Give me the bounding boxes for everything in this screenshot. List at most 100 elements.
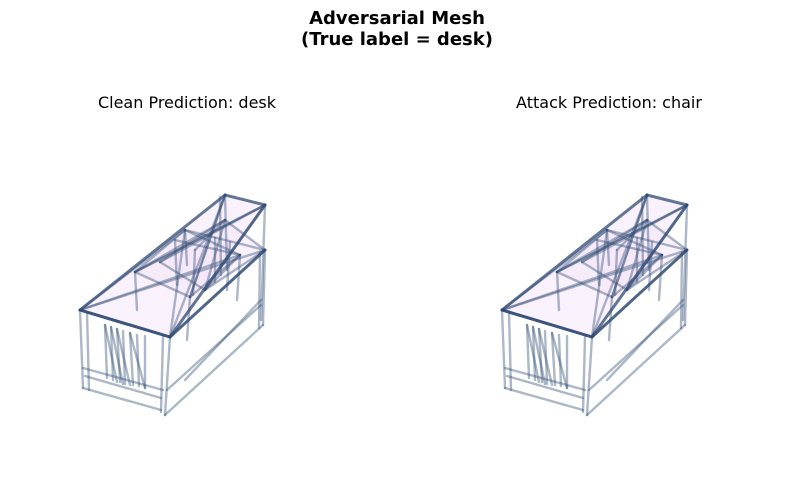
attack-mesh-render (497, 180, 697, 425)
mesh-edge (203, 253, 242, 292)
mesh-edge (185, 295, 192, 342)
mesh-edge (550, 331, 569, 390)
mesh-edge (133, 228, 187, 274)
mesh-edge (78, 193, 227, 312)
mesh-edge (78, 248, 267, 312)
mesh-edge (109, 325, 115, 382)
mesh-edge (681, 203, 689, 322)
mesh-edge (103, 323, 119, 384)
mesh-edge (590, 193, 649, 339)
mesh-edge (133, 270, 139, 312)
mesh-edge (555, 218, 649, 274)
mesh-edge (507, 310, 513, 392)
mesh-edge (625, 248, 689, 292)
attack-prediction-title: Attack Prediction: chair (516, 93, 702, 112)
mesh-edge (165, 303, 263, 392)
mesh-edge (133, 203, 267, 274)
mesh-edge (585, 335, 594, 417)
mesh-edge (115, 327, 122, 384)
mesh-edge (223, 193, 229, 272)
mesh-edge (580, 218, 649, 264)
mesh-edge (128, 331, 147, 390)
mesh-edge (531, 325, 537, 382)
mesh-edge (500, 228, 609, 312)
mesh-edge (580, 203, 689, 264)
mesh-edge (191, 248, 197, 297)
mesh-edge (83, 374, 163, 400)
mesh-edge (590, 228, 609, 339)
mesh-edge (625, 253, 664, 292)
mesh-edge (261, 248, 267, 327)
mesh-edge (78, 253, 242, 312)
mesh-edge (128, 331, 135, 387)
mesh-edge (223, 193, 267, 207)
mesh-edge (590, 248, 689, 339)
mesh-edge (500, 193, 649, 312)
mesh-edge (683, 248, 689, 327)
mesh-edge (133, 270, 192, 299)
mesh-edge (188, 193, 227, 299)
mesh-edge (81, 386, 163, 412)
mesh-edge (203, 248, 267, 292)
mesh-edge (615, 218, 649, 252)
mesh-edge (173, 238, 242, 257)
mesh-edge (581, 335, 587, 414)
mesh-edge (203, 203, 267, 292)
mesh-edge (163, 335, 172, 417)
mesh-edge (78, 308, 172, 339)
mesh-edge (585, 323, 687, 417)
mesh-edge (503, 386, 585, 412)
mesh-edge (133, 218, 227, 274)
attack-mesh-svg (500, 193, 689, 417)
mesh-edge (103, 323, 109, 380)
mesh-edge (555, 270, 614, 299)
mesh-edge (525, 323, 541, 384)
clean-prediction-title: Clean Prediction: desk (97, 93, 277, 112)
mesh-edge (78, 308, 85, 390)
mesh-edge (679, 250, 684, 330)
clean-mesh-render (75, 180, 275, 425)
mesh-edge (500, 248, 689, 312)
mesh-edge (109, 325, 125, 386)
mesh-edge (640, 195, 645, 277)
mesh-edge (625, 218, 649, 292)
mesh-face (582, 220, 687, 290)
mesh-edge (587, 303, 685, 392)
mesh-edge (505, 374, 585, 400)
mesh-edge (645, 193, 651, 272)
mesh-edge (259, 203, 267, 322)
mesh-edge (537, 327, 554, 387)
mesh-edge (503, 366, 587, 392)
mesh-edge (158, 218, 227, 264)
figure-title-line1: Adversarial Mesh (309, 8, 485, 29)
mesh-edge (133, 203, 267, 274)
mesh-edge (555, 203, 689, 274)
mesh-edge (625, 203, 689, 292)
mesh-edge (158, 203, 267, 264)
mesh-edge (188, 193, 227, 299)
mesh-edge (645, 218, 689, 252)
mesh-edge (580, 260, 629, 292)
mesh-edge (613, 248, 619, 297)
mesh-edge (168, 248, 267, 339)
mesh-edge (193, 218, 227, 252)
mesh-edge (257, 250, 262, 330)
mesh-edge (500, 308, 594, 339)
mesh-edge (203, 218, 227, 292)
mesh-edge (647, 240, 654, 292)
figure-title: Adversarial Mesh (True label = desk) (0, 8, 794, 50)
mesh-edge (158, 260, 207, 292)
mesh-edge (595, 238, 664, 257)
mesh-edge (78, 228, 187, 312)
mesh-edge (168, 193, 227, 339)
mesh-edge (610, 193, 649, 299)
mesh-edge (525, 323, 531, 380)
mesh-edge (115, 327, 132, 387)
mesh-edge (183, 228, 189, 267)
mesh-face (160, 220, 265, 290)
mesh-edge (555, 270, 561, 312)
mesh-edge (183, 228, 242, 257)
figure-title-line2: (True label = desk) (301, 29, 493, 50)
mesh-edge (168, 228, 187, 339)
mesh-edge (218, 195, 223, 277)
